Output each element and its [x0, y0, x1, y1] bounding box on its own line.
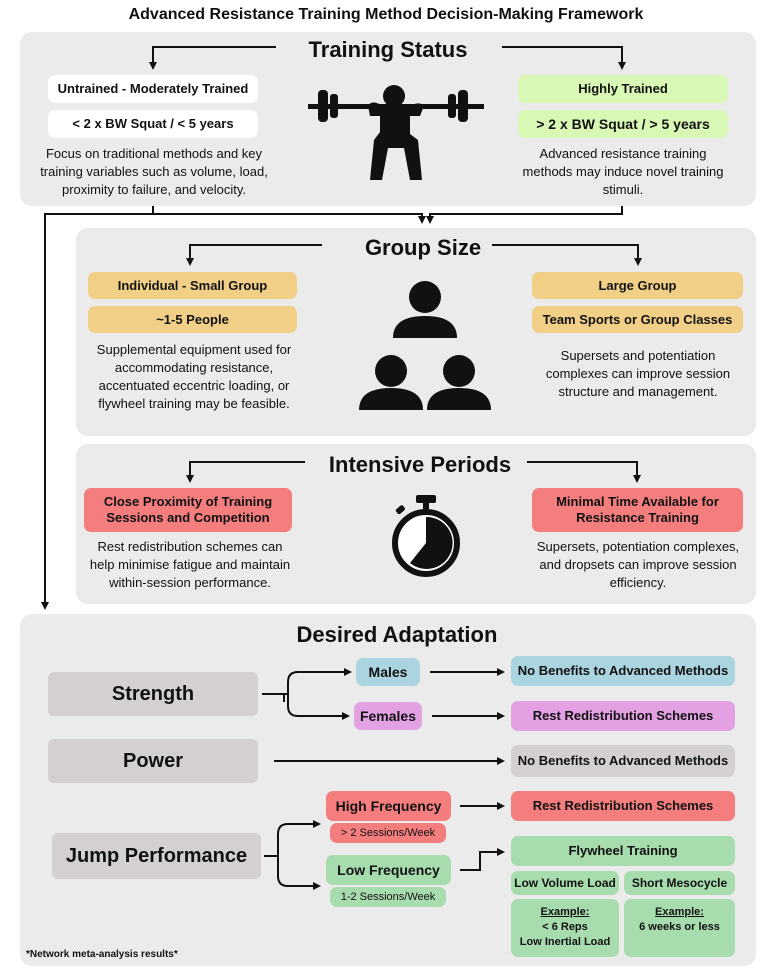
- large-group-criteria: Team Sports or Group Classes: [532, 306, 743, 333]
- example-weeks-label: Example:: [655, 906, 704, 918]
- low-frequency-sub: 1-2 Sessions/Week: [330, 887, 446, 907]
- example-reps-value: < 6 Reps: [542, 921, 588, 933]
- small-group-description: Supplemental equipment used for accommod…: [96, 342, 292, 411]
- power-result-box: No Benefits to Advanced Methods: [511, 745, 735, 777]
- example-weeks-box: Example: 6 weeks or less: [624, 899, 735, 957]
- example-inertial-value: Low Inertial Load: [519, 936, 611, 948]
- short-mesocycle-box: Short Mesocycle: [624, 871, 735, 895]
- high-frequency-box: High Frequency: [326, 791, 451, 821]
- training-status-title: Training Status: [308, 37, 468, 62]
- example-reps-label: Example:: [540, 906, 590, 918]
- highly-trained-criteria: > 2 x BW Squat / > 5 years: [518, 110, 728, 138]
- large-group-label: Large Group: [532, 272, 743, 299]
- example-reps-box: Example: < 6 Reps Low Inertial Load: [511, 899, 619, 957]
- stopwatch-icon: [392, 495, 460, 577]
- untrained-description: Focus on traditional methods and key tra…: [40, 146, 268, 197]
- minimal-time-label: Minimal Time Available for Resistance Tr…: [532, 488, 743, 532]
- large-group-description: Supersets and potentiation complexes can…: [545, 348, 731, 399]
- footnote: *Network meta-analysis results*: [26, 949, 178, 960]
- close-proximity-description: Rest redistribution schemes can help min…: [89, 539, 291, 590]
- highly-trained-description: Advanced resistance training methods may…: [522, 146, 724, 197]
- power-box: Power: [48, 739, 258, 783]
- untrained-criteria: < 2 x BW Squat / < 5 years: [48, 110, 258, 138]
- low-frequency-box: Low Frequency: [326, 855, 451, 885]
- barbell-squat-icon: [308, 85, 484, 180]
- high-frequency-result-box: Rest Redistribution Schemes: [511, 791, 735, 821]
- females-result-box: Rest Redistribution Schemes: [511, 701, 735, 731]
- males-result-box: No Benefits to Advanced Methods: [511, 656, 735, 686]
- highly-trained-label: Highly Trained: [518, 75, 728, 103]
- low-volume-load-box: Low Volume Load: [511, 871, 619, 895]
- high-frequency-sub: > 2 Sessions/Week: [330, 823, 446, 843]
- example-weeks-value: 6 weeks or less: [639, 921, 720, 933]
- small-group-criteria: ~1-5 People: [88, 306, 297, 333]
- females-box: Females: [354, 702, 422, 730]
- group-size-title: Group Size: [364, 235, 482, 260]
- jump-performance-box: Jump Performance: [52, 833, 261, 879]
- intensive-periods-title: Intensive Periods: [328, 452, 512, 477]
- desired-adaptation-title: Desired Adaptation: [296, 622, 498, 647]
- small-group-label: Individual - Small Group: [88, 272, 297, 299]
- close-proximity-label: Close Proximity of Training Sessions and…: [84, 488, 292, 532]
- page-title: Advanced Resistance Training Method Deci…: [128, 6, 644, 23]
- group-people-icon: [359, 281, 491, 410]
- flywheel-training-box: Flywheel Training: [511, 836, 735, 866]
- untrained-label: Untrained - Moderately Trained: [48, 75, 258, 103]
- minimal-time-description: Supersets, potentiation complexes, and d…: [536, 539, 740, 590]
- males-box: Males: [356, 658, 420, 686]
- strength-box: Strength: [48, 672, 258, 716]
